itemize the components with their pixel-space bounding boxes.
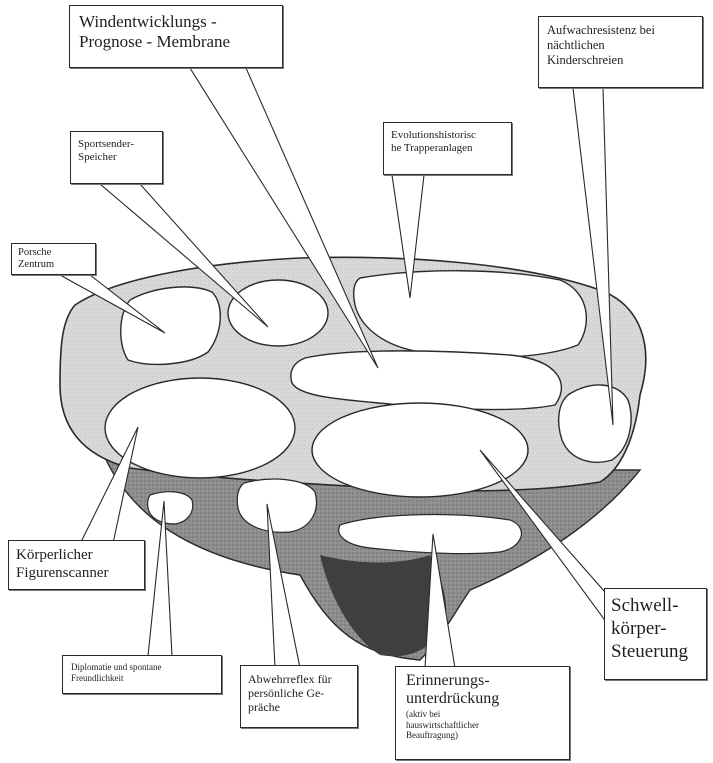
label-evolution-line2: he Trapperanlagen xyxy=(391,142,504,155)
label-sportsender-line2: Speicher xyxy=(78,151,155,164)
label-koerperlicher-line1: Körperlicher xyxy=(16,547,137,565)
label-abwehrreflex: Abwehrreflex für persönliche Ge- präche xyxy=(240,665,358,728)
label-abwehrreflex-line1: Abwehrreflex für xyxy=(248,672,350,686)
label-windentwicklung-line1: Windentwicklungs - xyxy=(79,12,273,32)
label-aufwachresistenz: Aufwachresistenz bei nächtlichen Kinders… xyxy=(538,16,703,88)
label-schwellkoerper-line1: Schwell- xyxy=(611,594,700,617)
label-abwehrreflex-line3: präche xyxy=(248,700,350,714)
label-koerperlicher: Körperlicher Figurenscanner xyxy=(8,540,145,590)
label-porsche-line1: Porsche xyxy=(18,247,89,259)
region-schwellkoerper xyxy=(312,403,528,497)
label-porsche: Porsche Zentrum xyxy=(11,243,96,275)
label-erinnerung-line3: (aktiv bei xyxy=(406,709,559,720)
label-erinnerung-line4: hauswirtschaftlicher xyxy=(406,720,559,731)
region-sportsender xyxy=(228,280,328,346)
label-diplomatie-line1: Diplomatie und spontane xyxy=(71,662,213,673)
label-erinnerung-line1: Erinnerungs- xyxy=(406,672,559,690)
region-erinnerung xyxy=(339,515,522,554)
label-abwehrreflex-line2: persönliche Ge- xyxy=(248,686,350,700)
label-evolution: Evolutionshistorisc he Trapperanlagen xyxy=(383,122,512,175)
region-porsche xyxy=(121,287,221,364)
label-sportsender-line1: Sportsender- xyxy=(78,138,155,151)
label-porsche-line2: Zentrum xyxy=(18,259,89,271)
label-aufwachresistenz-line3: Kinderschreien xyxy=(547,53,694,68)
region-abwehrreflex xyxy=(237,479,316,532)
label-diplomatie: Diplomatie und spontane Freundlichkeit xyxy=(62,655,222,694)
label-schwellkoerper: Schwell- körper- Steuerung xyxy=(604,588,707,680)
label-windentwicklung: Windentwicklungs - Prognose - Membrane xyxy=(69,5,283,68)
region-aufwachresistenz xyxy=(559,385,631,462)
label-schwellkoerper-line3: Steuerung xyxy=(611,640,700,663)
label-erinnerung-line5: Beauftragung) xyxy=(406,730,559,741)
label-erinnerung-line2: unterdrückung xyxy=(406,690,559,708)
label-aufwachresistenz-line1: Aufwachresistenz bei xyxy=(547,23,694,38)
label-diplomatie-line2: Freundlichkeit xyxy=(71,673,213,684)
label-windentwicklung-line2: Prognose - Membrane xyxy=(79,32,273,52)
label-erinnerung: Erinnerungs- unterdrückung (aktiv bei ha… xyxy=(395,666,570,760)
label-evolution-line1: Evolutionshistorisc xyxy=(391,129,504,142)
label-schwellkoerper-line2: körper- xyxy=(611,617,700,640)
region-koerperlicher xyxy=(105,378,295,478)
label-sportsender: Sportsender- Speicher xyxy=(70,131,163,184)
label-aufwachresistenz-line2: nächtlichen xyxy=(547,38,694,53)
label-koerperlicher-line2: Figurenscanner xyxy=(16,565,137,583)
